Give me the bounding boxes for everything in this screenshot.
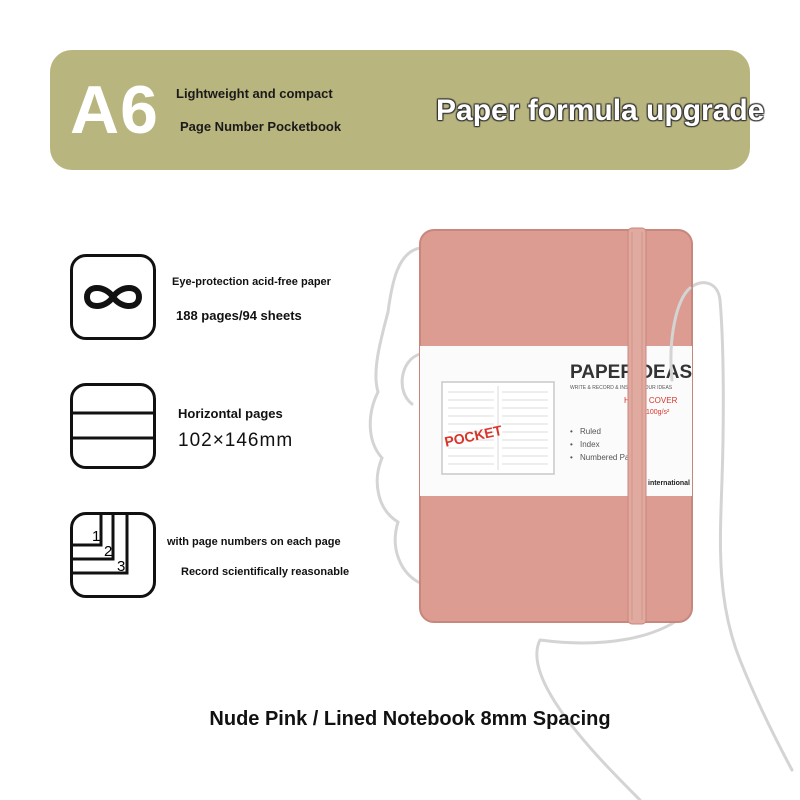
page-number-digit: 2 bbox=[104, 543, 112, 560]
banner-subtitle-2: Page Number Pocketbook bbox=[180, 119, 342, 134]
page-number-digit: 1 bbox=[92, 528, 100, 545]
international-label: international bbox=[648, 480, 690, 487]
feature-2-line-1: Horizontal pages bbox=[178, 406, 283, 421]
header-banner bbox=[50, 50, 750, 170]
paper-weight: 100g/s² bbox=[646, 409, 670, 416]
feature-3-line-1: with page numbers on each page bbox=[167, 536, 341, 548]
banner-subtitle-1: Lightweight and compact bbox=[176, 86, 333, 101]
product-caption: Nude Pink / Lined Notebook 8mm Spacing bbox=[209, 708, 611, 730]
page-number-digit: 3 bbox=[117, 558, 125, 575]
horizontal-lines-icon bbox=[70, 383, 156, 469]
infinity-icon bbox=[70, 254, 156, 340]
svg-text:•: • bbox=[570, 427, 573, 436]
elastic-band bbox=[627, 227, 647, 625]
svg-text:•: • bbox=[570, 453, 573, 462]
feature-1-line-2: 188 pages/94 sheets bbox=[176, 308, 302, 323]
size-title: A6 bbox=[70, 72, 159, 148]
brand-name: PAPERIDEAS bbox=[570, 362, 692, 383]
feature-2-line-2: 102×146mm bbox=[178, 430, 294, 451]
page-numbers-icon: 1 2 3 bbox=[70, 512, 156, 598]
feature-bullet: Ruled bbox=[580, 427, 601, 436]
feature-1-line-1: Eye-protection acid-free paper bbox=[172, 276, 331, 288]
brand-tagline: WRITE & RECORD & INSPIRE YOUR IDEAS bbox=[570, 385, 673, 391]
notebook-cover bbox=[420, 230, 692, 622]
lined-page-preview bbox=[441, 381, 555, 475]
cover-type: HARD COVER bbox=[624, 396, 678, 405]
notebook-belly-band bbox=[420, 346, 692, 496]
banner-headline: Paper formula upgrade bbox=[436, 94, 765, 127]
pocket-badge: POCKET bbox=[443, 422, 504, 450]
feature-3-line-2: Record scientifically reasonable bbox=[181, 566, 350, 578]
svg-text:•: • bbox=[570, 440, 573, 449]
feature-bullet: Numbered Pages bbox=[580, 453, 642, 462]
feature-bullet: Index bbox=[580, 440, 600, 449]
